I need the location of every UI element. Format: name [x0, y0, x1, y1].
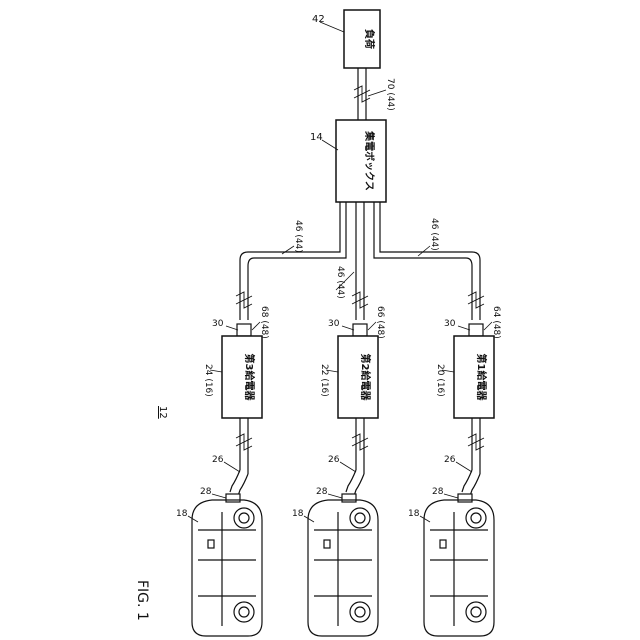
figure-label: FIG. 1 [134, 580, 150, 621]
cable-ref: 26 [328, 455, 340, 465]
charger-ref: 20 (16) [435, 364, 445, 397]
charger-column-3: 30 68 (48) 第3給電器 24 (16) 26 28 18 [176, 292, 269, 636]
charger-box [222, 336, 262, 418]
connector-30 [237, 324, 251, 336]
connector-ref: 30 [444, 319, 456, 329]
charger-column-2: 30 66 (48) 第2給電器 22 (16) 26 28 18 [292, 292, 385, 636]
load-block: 負荷 42 [312, 10, 380, 68]
charger-name: 第3給電器 [243, 354, 256, 402]
connector-ref: 30 [212, 319, 224, 329]
charger-column-1: 30 64 (48) 第1給電器 20 (16) 26 28 18 [408, 292, 501, 636]
plug-28 [226, 494, 240, 502]
collection-box [336, 120, 386, 202]
port-ref: 68 (48) [259, 306, 269, 339]
charger-ref: 22 (16) [319, 364, 329, 397]
vehicle [192, 500, 262, 636]
plug-ref: 28 [432, 487, 444, 497]
connector-30 [469, 324, 483, 336]
charger-ref: 24 (16) [203, 364, 213, 397]
plug-28 [458, 494, 472, 502]
vehicle [424, 500, 494, 636]
port-ref: 64 (48) [491, 306, 501, 339]
charger-box [338, 336, 378, 418]
vehicle-ref: 18 [408, 509, 420, 519]
port-ref: 66 (48) [375, 306, 385, 339]
load-cable-ref: 70 (44) [385, 78, 395, 111]
load-box-text: 負荷 [363, 29, 376, 49]
charger-name: 第2給電器 [359, 354, 372, 402]
vehicle-ref: 18 [176, 509, 188, 519]
collection-box-block: 集電ボックス 14 [310, 120, 386, 202]
vehicle [308, 500, 378, 636]
plug-ref: 28 [316, 487, 328, 497]
plug-ref: 28 [200, 487, 212, 497]
charger-box [454, 336, 494, 418]
plug-28 [342, 494, 356, 502]
load-cable: 70 (44) [358, 68, 395, 120]
system-ref: 12 [157, 406, 168, 419]
branch-cable-left-ref: 46 (44) [293, 220, 303, 253]
branch-cable-right-ref: 46 (44) [429, 218, 439, 251]
load-ref: 42 [312, 14, 325, 25]
connector-30 [353, 324, 367, 336]
connector-ref: 30 [328, 319, 340, 329]
vehicle-ref: 18 [292, 509, 304, 519]
charger-name: 第1給電器 [475, 354, 488, 402]
collection-box-text: 集電ボックス [363, 130, 376, 191]
cable-ref: 26 [444, 455, 456, 465]
collection-box-ref: 14 [310, 132, 323, 143]
cable-ref: 26 [212, 455, 224, 465]
